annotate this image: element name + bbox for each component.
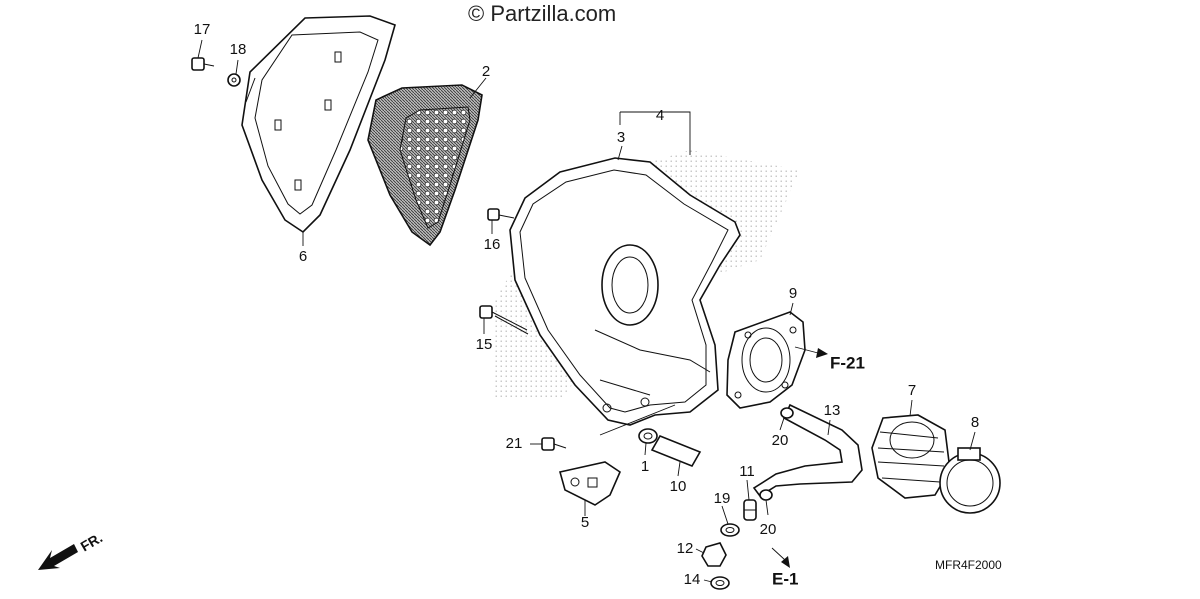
callout-12[interactable]: 12 bbox=[677, 540, 694, 557]
callout-8[interactable]: 8 bbox=[971, 414, 979, 431]
callout-2[interactable]: 2 bbox=[482, 63, 490, 80]
part-2-air-filter-element[interactable] bbox=[367, 84, 483, 247]
part-20-clip-upper[interactable] bbox=[780, 407, 794, 419]
callout-15[interactable]: 15 bbox=[476, 336, 493, 353]
part-3-air-cleaner-case[interactable] bbox=[509, 157, 741, 426]
callout-17[interactable]: 17 bbox=[194, 21, 211, 38]
part-14-clip[interactable] bbox=[710, 576, 730, 590]
callout-20-lower[interactable]: 20 bbox=[760, 521, 777, 538]
callout-4[interactable]: 4 bbox=[656, 107, 664, 124]
callout-19[interactable]: 19 bbox=[714, 490, 731, 507]
callout-10[interactable]: 10 bbox=[670, 478, 687, 495]
part-19-clip[interactable] bbox=[720, 523, 740, 537]
diagram-code: MFR4F2000 bbox=[935, 558, 1002, 572]
watermark: © Partzilla.com bbox=[468, 1, 616, 26]
leader-lines bbox=[197, 39, 976, 583]
part-9-gasket-plate[interactable] bbox=[726, 311, 806, 409]
ref-label-e1[interactable]: E-1 bbox=[772, 569, 798, 588]
callout-6[interactable]: 6 bbox=[299, 248, 307, 265]
part-6-air-cleaner-cover[interactable] bbox=[241, 15, 396, 234]
callout-21[interactable]: 21 bbox=[506, 435, 523, 452]
callout-14[interactable]: 14 bbox=[684, 571, 701, 588]
callout-9[interactable]: 9 bbox=[789, 285, 797, 302]
ref-label-f21[interactable]: F-21 bbox=[830, 353, 865, 372]
callout-18[interactable]: 18 bbox=[230, 41, 247, 58]
part-5-bracket[interactable] bbox=[559, 461, 622, 506]
direction-label: FR. bbox=[78, 529, 106, 554]
part-8-band-clamp[interactable] bbox=[939, 447, 1001, 514]
part-18-washer[interactable] bbox=[227, 73, 241, 87]
part-7-connecting-tube[interactable] bbox=[871, 414, 951, 499]
part-12-drain-plug[interactable] bbox=[701, 542, 727, 567]
part-17-screw[interactable] bbox=[191, 57, 215, 71]
callout-7[interactable]: 7 bbox=[908, 382, 916, 399]
part-16-screw[interactable] bbox=[487, 208, 515, 221]
part-13-drain-tube[interactable] bbox=[752, 403, 863, 498]
ref-arrow-f21 bbox=[794, 346, 828, 358]
part-1-hose-clamp[interactable] bbox=[638, 428, 658, 444]
callout-13[interactable]: 13 bbox=[824, 402, 841, 419]
callout-11[interactable]: 11 bbox=[739, 463, 755, 480]
front-direction-arrow-icon: FR. bbox=[38, 529, 105, 570]
callout-labels: 17 18 2 4 3 6 16 15 9 7 8 13 20 21 1 10 … bbox=[194, 21, 980, 588]
part-10-tube[interactable] bbox=[650, 434, 702, 468]
part-11-breather-joint[interactable] bbox=[743, 499, 757, 521]
part-15-bolt[interactable] bbox=[479, 305, 529, 335]
callout-5[interactable]: 5 bbox=[581, 514, 589, 531]
callout-1[interactable]: 1 bbox=[641, 458, 649, 475]
part-20-clip-lower[interactable] bbox=[759, 489, 773, 501]
callout-3[interactable]: 3 bbox=[617, 129, 625, 146]
callout-16[interactable]: 16 bbox=[484, 236, 501, 253]
part-21-bolt[interactable] bbox=[541, 437, 567, 451]
callout-20-upper[interactable]: 20 bbox=[772, 432, 789, 449]
ref-arrow-e1 bbox=[771, 547, 790, 568]
